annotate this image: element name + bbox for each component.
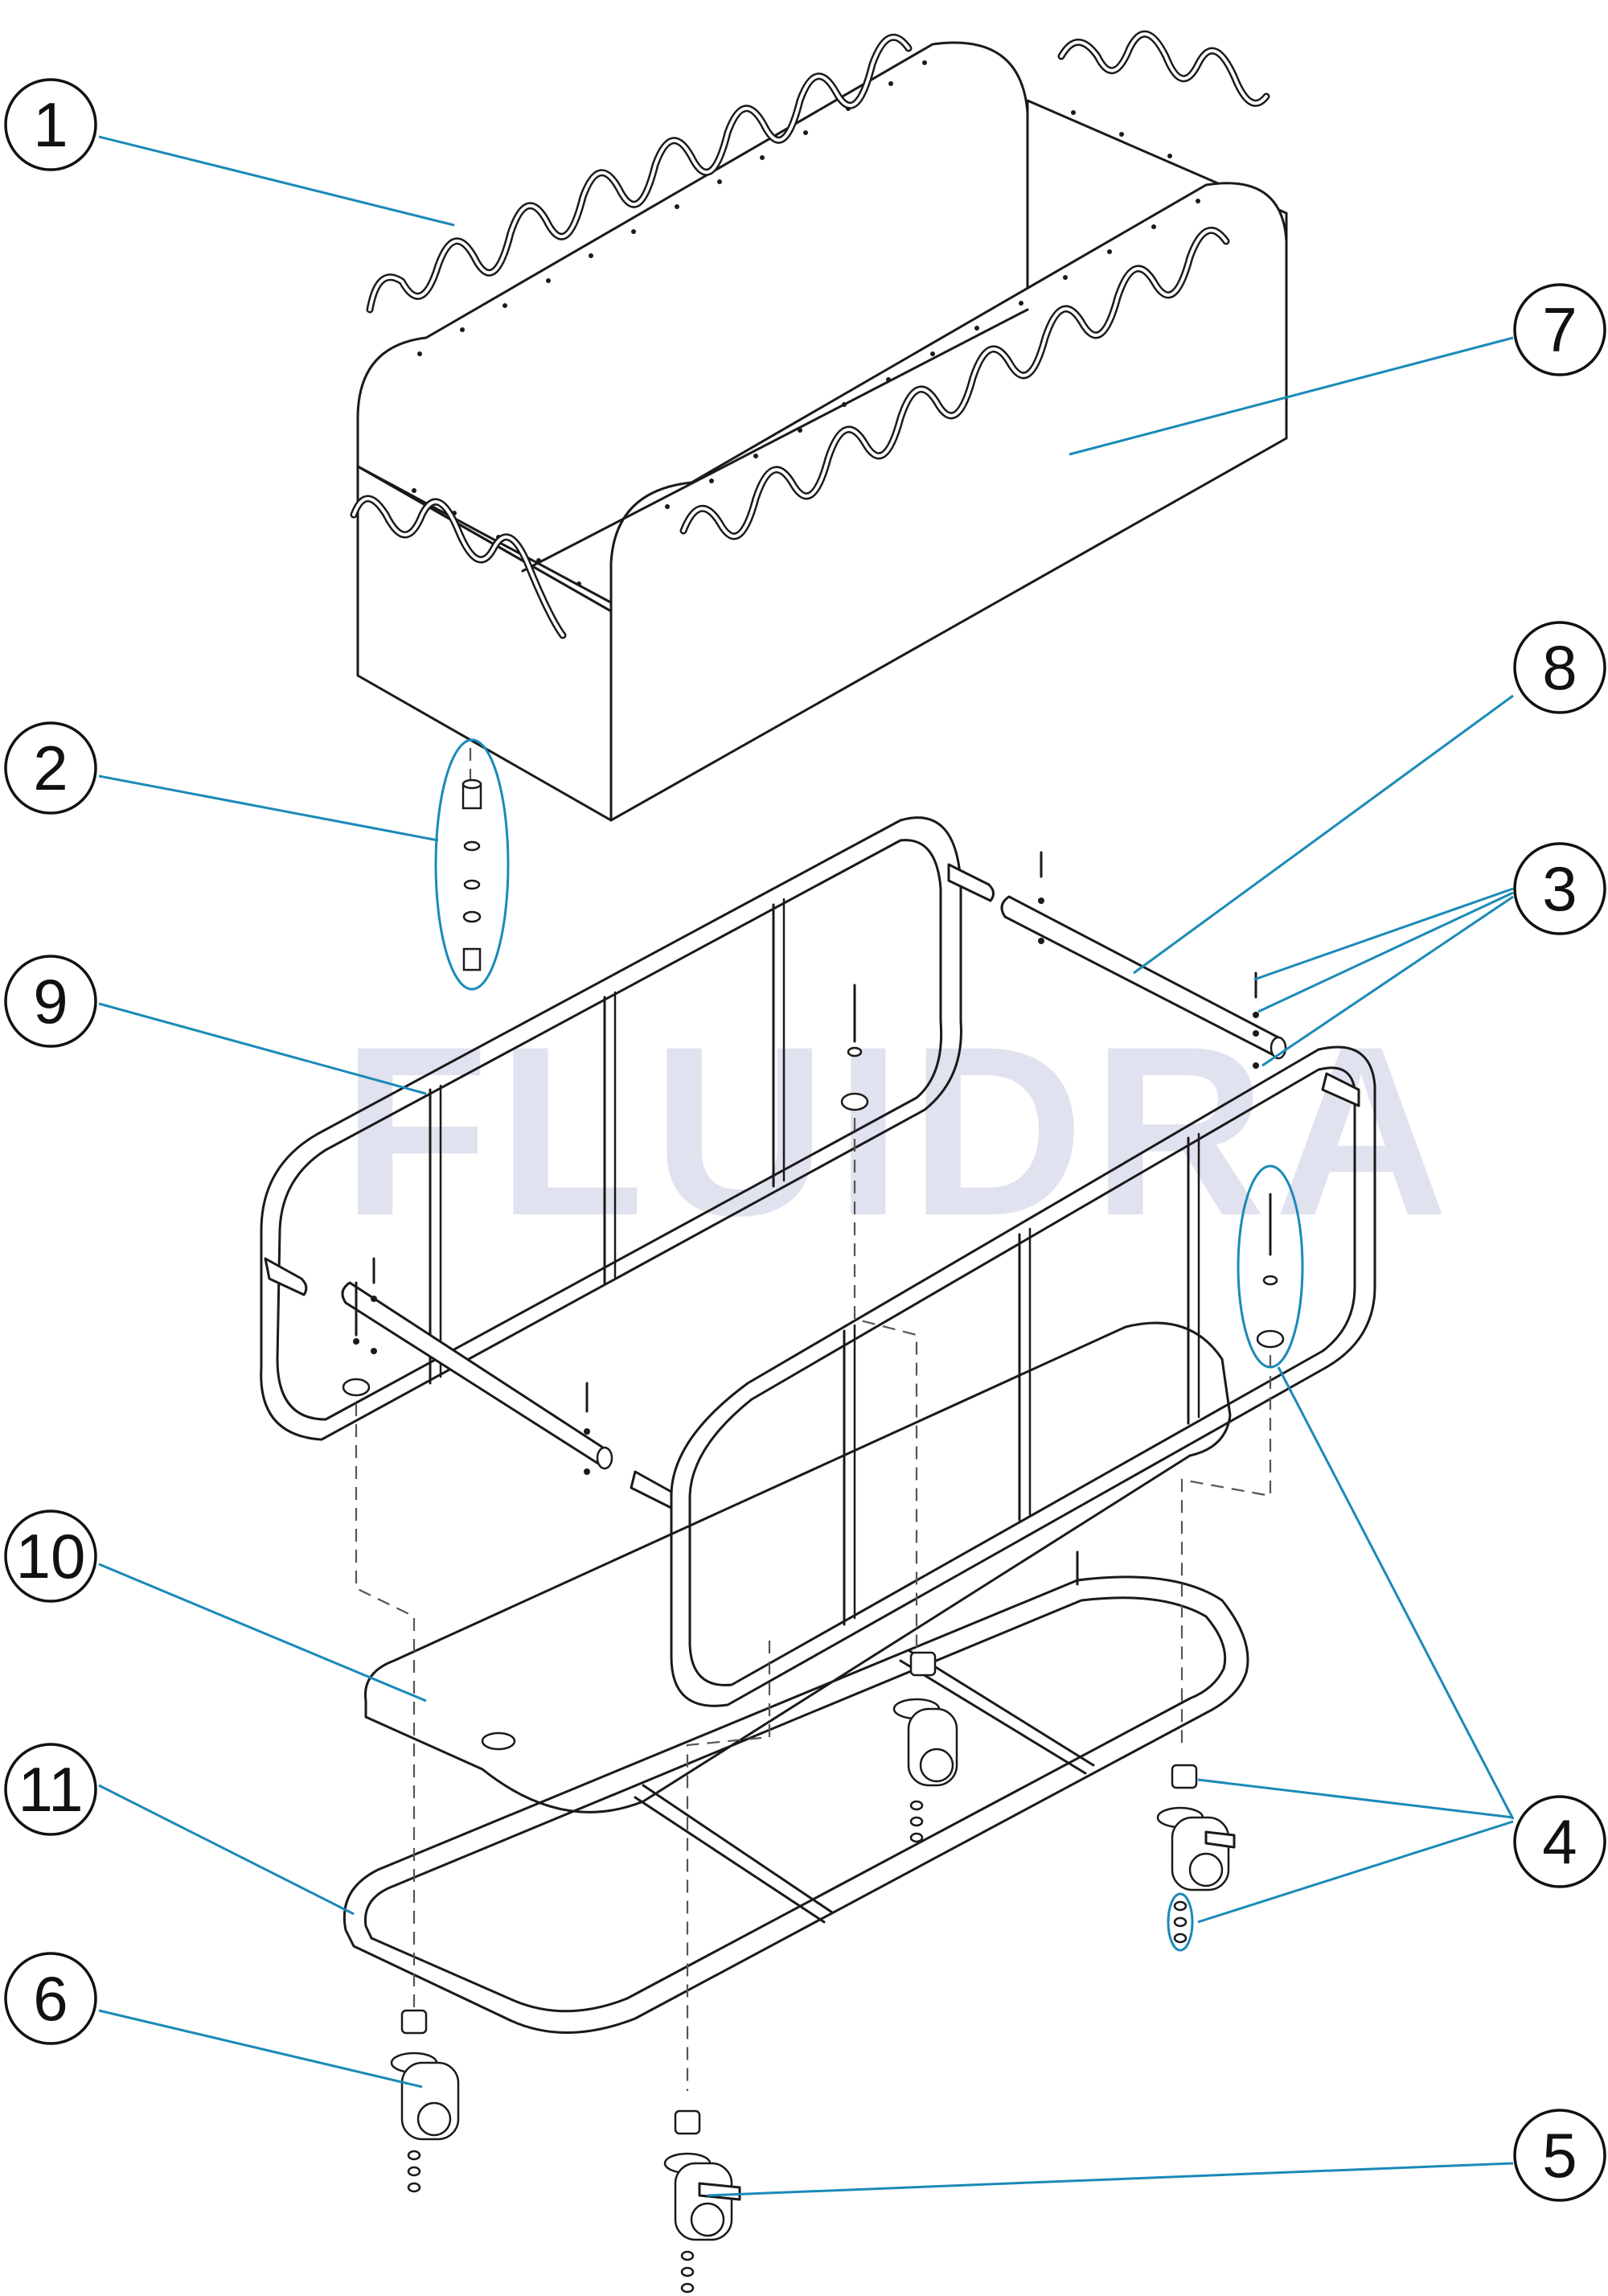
callout-8-label: 8 [1542, 632, 1577, 703]
caster-part-6 [390, 2009, 460, 2193]
callout-2: 2 [4, 721, 97, 815]
callout-6: 6 [4, 1952, 97, 2045]
fluidra-watermark: FLUIDRA [342, 996, 1456, 1266]
callout-7: 7 [1513, 283, 1606, 376]
basket-rivet-holes [412, 60, 1200, 586]
side-frame-part-9 [260, 816, 995, 1441]
alignment-dashes [355, 1118, 1272, 2091]
callout-3: 3 [1513, 842, 1606, 935]
springs-part-1 [350, 30, 1270, 639]
callout-2-label: 2 [33, 733, 68, 803]
base-frame-part-11 [343, 1551, 1249, 2034]
callout-11: 11 [4, 1743, 97, 1836]
callout-8: 8 [1513, 621, 1606, 714]
caster-brake-part-5 [663, 2109, 741, 2294]
callout-4-label: 4 [1542, 1806, 1577, 1877]
callout-3-label: 3 [1542, 853, 1577, 924]
callout-4: 4 [1513, 1795, 1606, 1888]
callout-9-label: 9 [33, 966, 68, 1037]
caster-rear-right [892, 1651, 958, 1843]
callout-1-label: 1 [33, 89, 68, 160]
callout-5-label: 5 [1542, 2120, 1577, 2191]
bolts-part-3 [353, 851, 1259, 1475]
callout-6-label: 6 [33, 1963, 68, 2034]
side-frame-front [630, 1045, 1376, 1707]
shelf-part-10 [363, 1321, 1232, 1813]
basket-part-7 [350, 30, 1288, 822]
callout-11-label: 11 [18, 1754, 84, 1825]
callout-7-label: 7 [1542, 294, 1577, 365]
callout-9: 9 [4, 955, 97, 1048]
callout-1: 1 [4, 78, 97, 171]
leader-lines [98, 135, 1515, 2197]
callout-10: 10 [4, 1509, 97, 1603]
callout-10-label: 10 [16, 1521, 86, 1592]
callout-5: 5 [1513, 2109, 1606, 2202]
cross-tube-part-8 [341, 895, 1287, 1470]
caster-brake-part-4 [1156, 1764, 1236, 1944]
highlight-rings [434, 738, 1304, 1952]
drain-fitting-part-2 [461, 748, 482, 971]
